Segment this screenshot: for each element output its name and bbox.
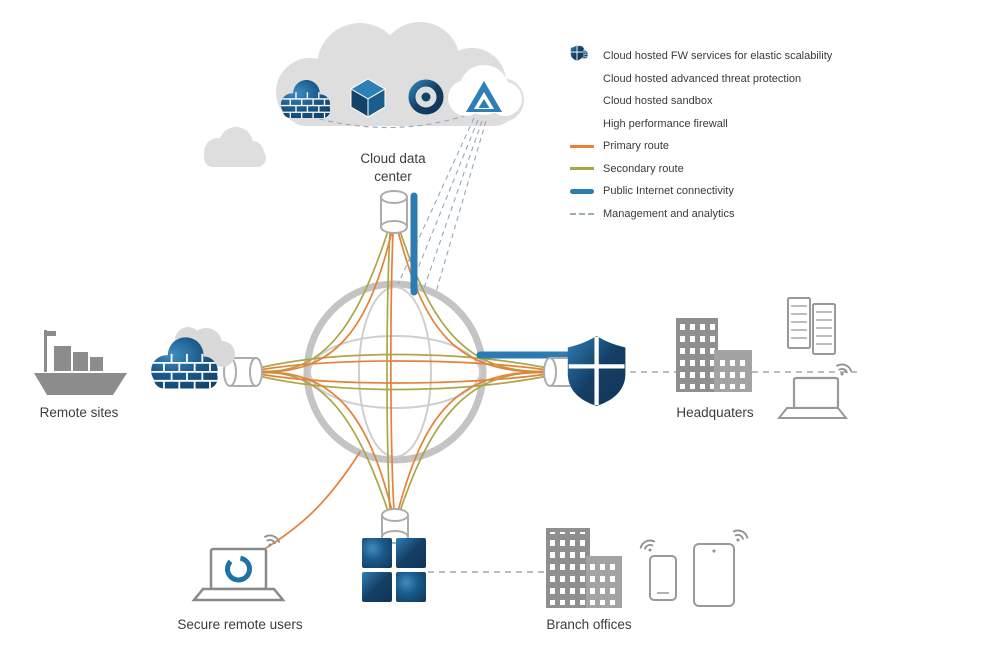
wifi-icon — [729, 527, 750, 546]
legend-item: Management and analytics — [570, 203, 860, 226]
legend-primary-route-icon — [570, 144, 594, 148]
legend-item: Cloud hosted FW services for elastic sca… — [570, 45, 860, 68]
wifi-icon — [638, 537, 659, 556]
legend-label: Cloud hosted advanced threat protection — [603, 72, 802, 85]
secure-logo-icon — [225, 555, 252, 583]
label-cloud-data-center: Cloud data center — [360, 151, 426, 185]
legend-item: High performance firewall — [570, 45, 860, 136]
legend-label: High performance firewall — [603, 117, 728, 130]
hq-laptop-icon — [776, 361, 854, 419]
legend-label: Cloud hosted sandbox — [603, 95, 713, 108]
label-remote-sites: Remote sites — [39, 405, 119, 420]
label-headquarters: Headquaters — [676, 405, 754, 420]
legend-management-analytics-icon — [570, 212, 594, 215]
legend-label: Primary route — [603, 140, 670, 153]
label-secure-remote-users: Secure remote users — [177, 617, 303, 632]
branch-buildings-icon — [546, 528, 622, 608]
legend-item: Primary route — [570, 135, 860, 158]
primary-routes — [258, 230, 549, 551]
legend-item: Cloud hosted sandbox — [570, 46, 860, 113]
branch-squares-icon — [362, 538, 426, 602]
hq-firewall-shield-icon — [568, 336, 626, 406]
tunnel-top — [380, 190, 408, 234]
globe — [303, 280, 487, 464]
phone-icon — [638, 537, 677, 601]
label-branch-offices: Branch offices — [546, 617, 632, 632]
legend-item: Public Internet connectivity — [570, 180, 860, 203]
legend: Cloud hosted FW services for elastic sca… — [570, 45, 860, 225]
legend-label: Cloud hosted FW services for elastic sca… — [603, 50, 833, 63]
secure-laptop-icon — [191, 532, 286, 602]
management-analytics-links — [301, 111, 487, 293]
tunnel-bottom — [381, 508, 409, 544]
server-racks-icon — [787, 297, 836, 355]
legend-label: Secondary route — [603, 162, 684, 175]
cloud-analytics-icon — [448, 65, 522, 116]
legend-item: Cloud hosted advanced threat protection — [570, 45, 860, 91]
wifi-icon — [833, 361, 854, 379]
remote-sites-cloud-icon — [146, 327, 235, 390]
hq-buildings-icon — [676, 318, 752, 392]
small-cloud — [204, 127, 266, 167]
legend-label: Public Internet connectivity — [603, 185, 734, 198]
legend-secondary-route-icon — [570, 167, 594, 171]
ship-icon — [34, 330, 127, 395]
tablet-icon — [693, 527, 750, 607]
legend-item: Secondary route — [570, 158, 860, 181]
legend-public-internet-icon — [570, 188, 594, 194]
legend-label: Management and analytics — [603, 207, 735, 220]
